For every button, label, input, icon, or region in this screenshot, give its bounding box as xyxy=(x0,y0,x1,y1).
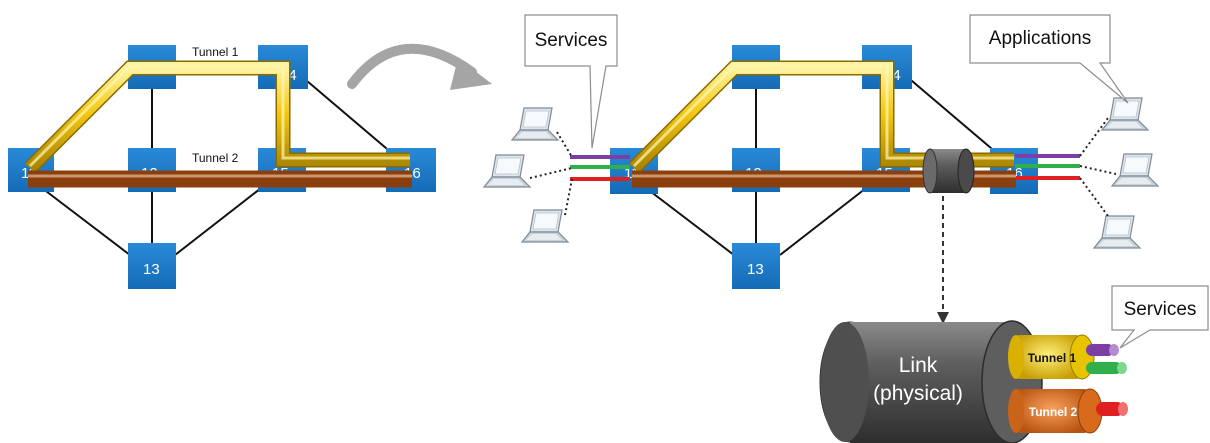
detail-service-green xyxy=(1086,362,1122,374)
right-node-label-13: 13 xyxy=(747,261,764,278)
detail-service-purple xyxy=(1086,344,1114,356)
right-topology: 11 12 13 14 15 16 xyxy=(570,45,1080,324)
left-links xyxy=(37,70,401,256)
left-topology: 11 12 13 14 15 16 Tunnel 1 Tunnel 2 xyxy=(8,45,436,289)
left-laptops xyxy=(483,107,573,243)
detail-tunnel-1: Tunnel 1 xyxy=(1008,334,1095,380)
laptop-icon xyxy=(483,154,531,188)
right-node-13 xyxy=(732,243,780,289)
right-laptops xyxy=(1079,97,1159,249)
laptop-icon xyxy=(511,107,559,141)
applications-callout-label: Applications xyxy=(989,28,1091,49)
left-tunnel-1-label: Tunnel 1 xyxy=(192,45,239,59)
detail-tunnel-1-label: Tunnel 1 xyxy=(1028,351,1077,365)
left-node-label-13: 13 xyxy=(143,261,160,278)
laptop-icon xyxy=(1101,97,1149,131)
left-tunnel-2-label: Tunnel 2 xyxy=(192,151,239,165)
laptop-icon xyxy=(1111,153,1159,187)
detail-services-callout: Services xyxy=(1111,285,1209,349)
detail-tunnel-2-label: Tunnel 2 xyxy=(1029,405,1078,419)
laptop-icon xyxy=(1093,215,1141,249)
right-service-lines-right xyxy=(1015,154,1080,180)
laptop-icon xyxy=(521,209,569,243)
applications-callout: Applications xyxy=(969,14,1129,104)
link-label-line2: (physical) xyxy=(873,382,963,405)
services-callout-label: Services xyxy=(535,30,608,51)
link-label-line1: Link xyxy=(899,354,938,377)
detail-tunnel-2: Tunnel 2 xyxy=(1008,388,1103,434)
transition-arrow xyxy=(347,43,492,90)
left-node-13 xyxy=(128,243,176,289)
right-service-lines-left xyxy=(570,155,630,181)
detail-service-red xyxy=(1096,402,1124,416)
right-links xyxy=(641,70,1006,256)
cable-detail: Link (physical) Tunnel 1 Tunnel 2 xyxy=(819,320,1128,443)
detail-services-callout-label: Services xyxy=(1124,299,1197,320)
services-callout: Services xyxy=(524,14,618,149)
